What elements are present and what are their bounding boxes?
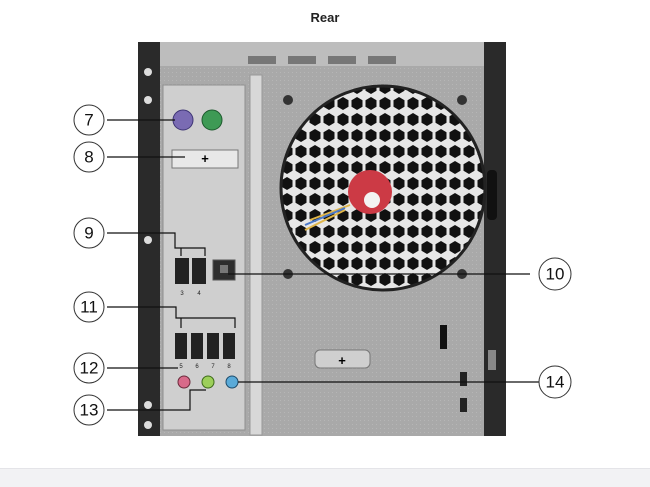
usb-label-3: 3 [180,291,184,297]
svg-text:+: + [201,151,209,166]
ethernet-port [212,259,236,281]
line-out-jack [201,375,215,389]
svg-text:+: + [338,353,346,368]
svg-text:9: 9 [84,224,93,243]
callout-11: 11 [73,291,105,323]
usb-ports-3-4: 3 4 [175,258,206,297]
figure-title: Rear [310,10,340,25]
microphone-jack [177,375,191,389]
callout-13: 13 [73,394,105,426]
callout-9: 9 [73,217,105,249]
io-shield [162,74,263,436]
svg-text:8: 8 [84,148,93,167]
leader-lines [107,119,540,411]
svg-text:7: 7 [84,111,93,130]
svg-text:11: 11 [80,298,98,317]
svg-text:12: 12 [80,359,99,378]
svg-text:10: 10 [546,265,565,284]
screws [283,95,467,279]
usb-ports-5-8: 5 6 7 8 [175,333,235,370]
ps2-ports [172,109,223,131]
callout-14: 14 [538,365,572,399]
fan-grille [279,84,487,292]
callout-7: 7 [73,104,105,136]
usb-label-6: 6 [195,364,199,370]
callout-8: 8 [73,141,105,173]
callout-12: 12 [73,352,105,384]
svg-text:14: 14 [546,373,565,392]
chassis-lower-details: + [314,325,467,412]
line-in-jack [225,375,239,389]
svg-text:13: 13 [80,401,99,420]
usb-label-7: 7 [211,364,215,370]
usb-label-8: 8 [227,364,231,370]
usb-label-5: 5 [179,364,183,370]
callout-10: 10 [538,257,572,291]
footer-band [0,468,650,487]
usb-label-4: 4 [197,291,201,297]
display-port: + [171,149,239,169]
audio-jacks [177,375,239,389]
